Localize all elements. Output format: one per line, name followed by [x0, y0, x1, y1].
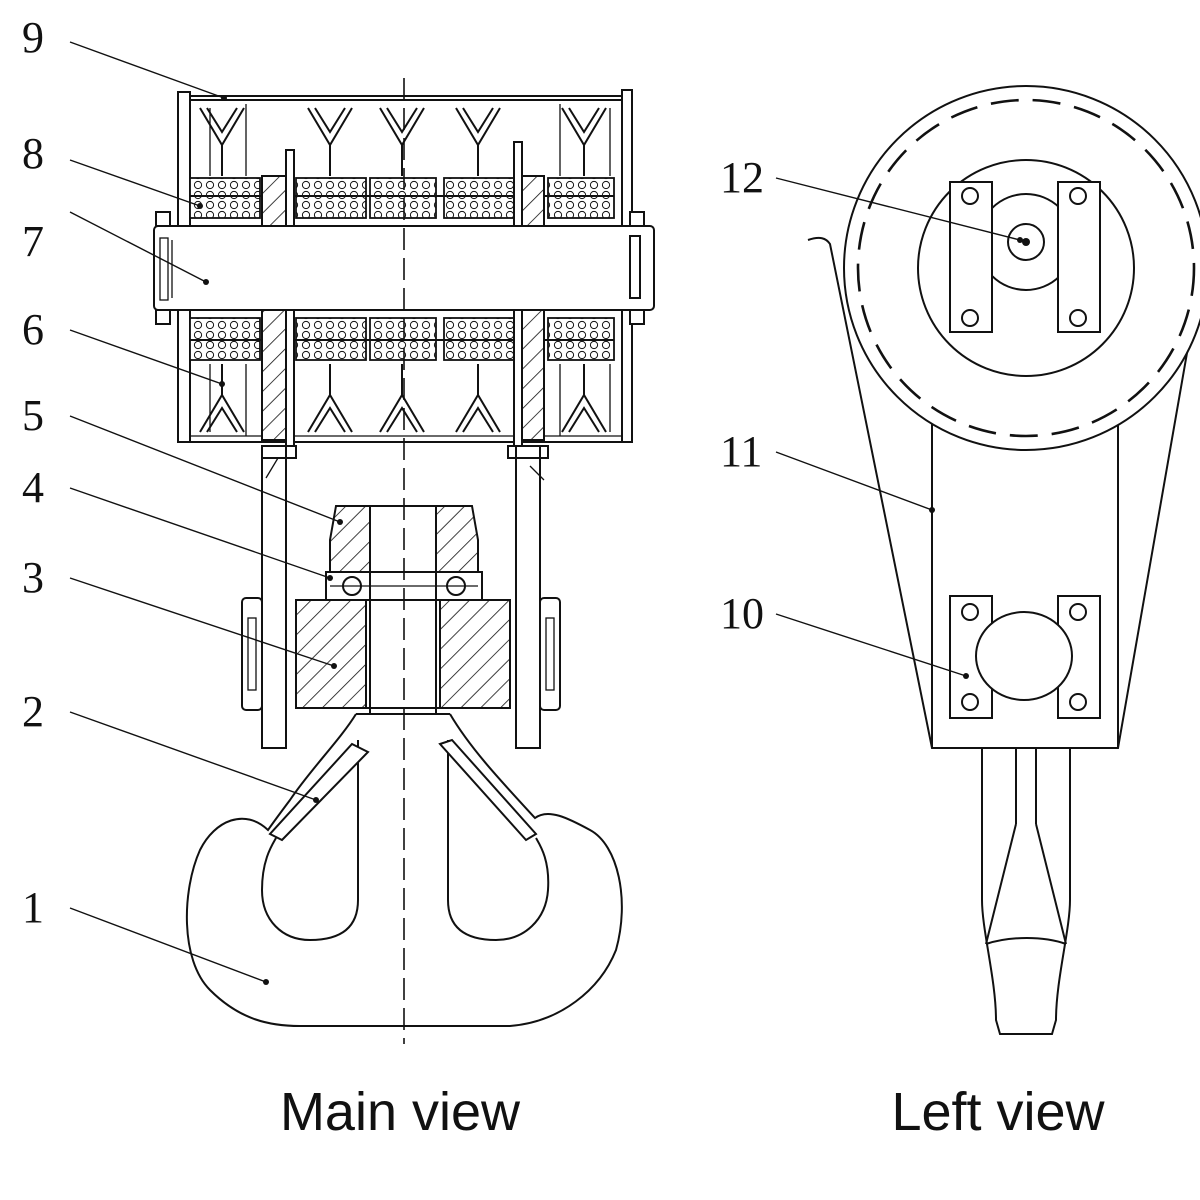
label-part-10: 10 — [720, 589, 764, 638]
caption-main-view: Main view — [280, 1082, 521, 1142]
label-part-11: 11 — [720, 427, 762, 476]
part-1-hook-body — [185, 713, 623, 1027]
label-part-6: 6 — [22, 305, 44, 354]
part-6-lower-bearings — [189, 317, 615, 361]
label-part-2: 2 — [22, 687, 44, 736]
leader-lines — [69, 41, 1023, 985]
part-3-crossbeam — [241, 597, 561, 711]
main-view — [153, 78, 655, 1044]
part-10-crossbeam-end-plate — [949, 595, 1101, 719]
label-part-1: 1 — [22, 883, 44, 932]
caption-left-view: Left view — [891, 1082, 1105, 1142]
hook-shank — [356, 506, 450, 715]
label-part-9: 9 — [22, 13, 44, 62]
part-11-side-plate — [807, 236, 1199, 749]
label-part-12: 12 — [720, 153, 764, 202]
hook-side-profile — [981, 748, 1071, 1035]
label-part-4: 4 — [22, 463, 44, 512]
part-numbers: 9 8 7 6 5 4 3 2 1 12 11 10 — [22, 13, 764, 932]
label-part-3: 3 — [22, 553, 44, 602]
sheave-profiles — [199, 104, 611, 436]
label-part-5: 5 — [22, 391, 44, 440]
label-part-8: 8 — [22, 129, 44, 178]
part-12-shaft-end-plate — [949, 181, 1101, 333]
part-8-upper-bearings — [189, 177, 615, 219]
left-view — [807, 85, 1200, 1035]
part-2-hook-safety-latch — [268, 738, 538, 842]
label-part-7: 7 — [22, 217, 44, 266]
pulley-disc — [843, 85, 1200, 451]
